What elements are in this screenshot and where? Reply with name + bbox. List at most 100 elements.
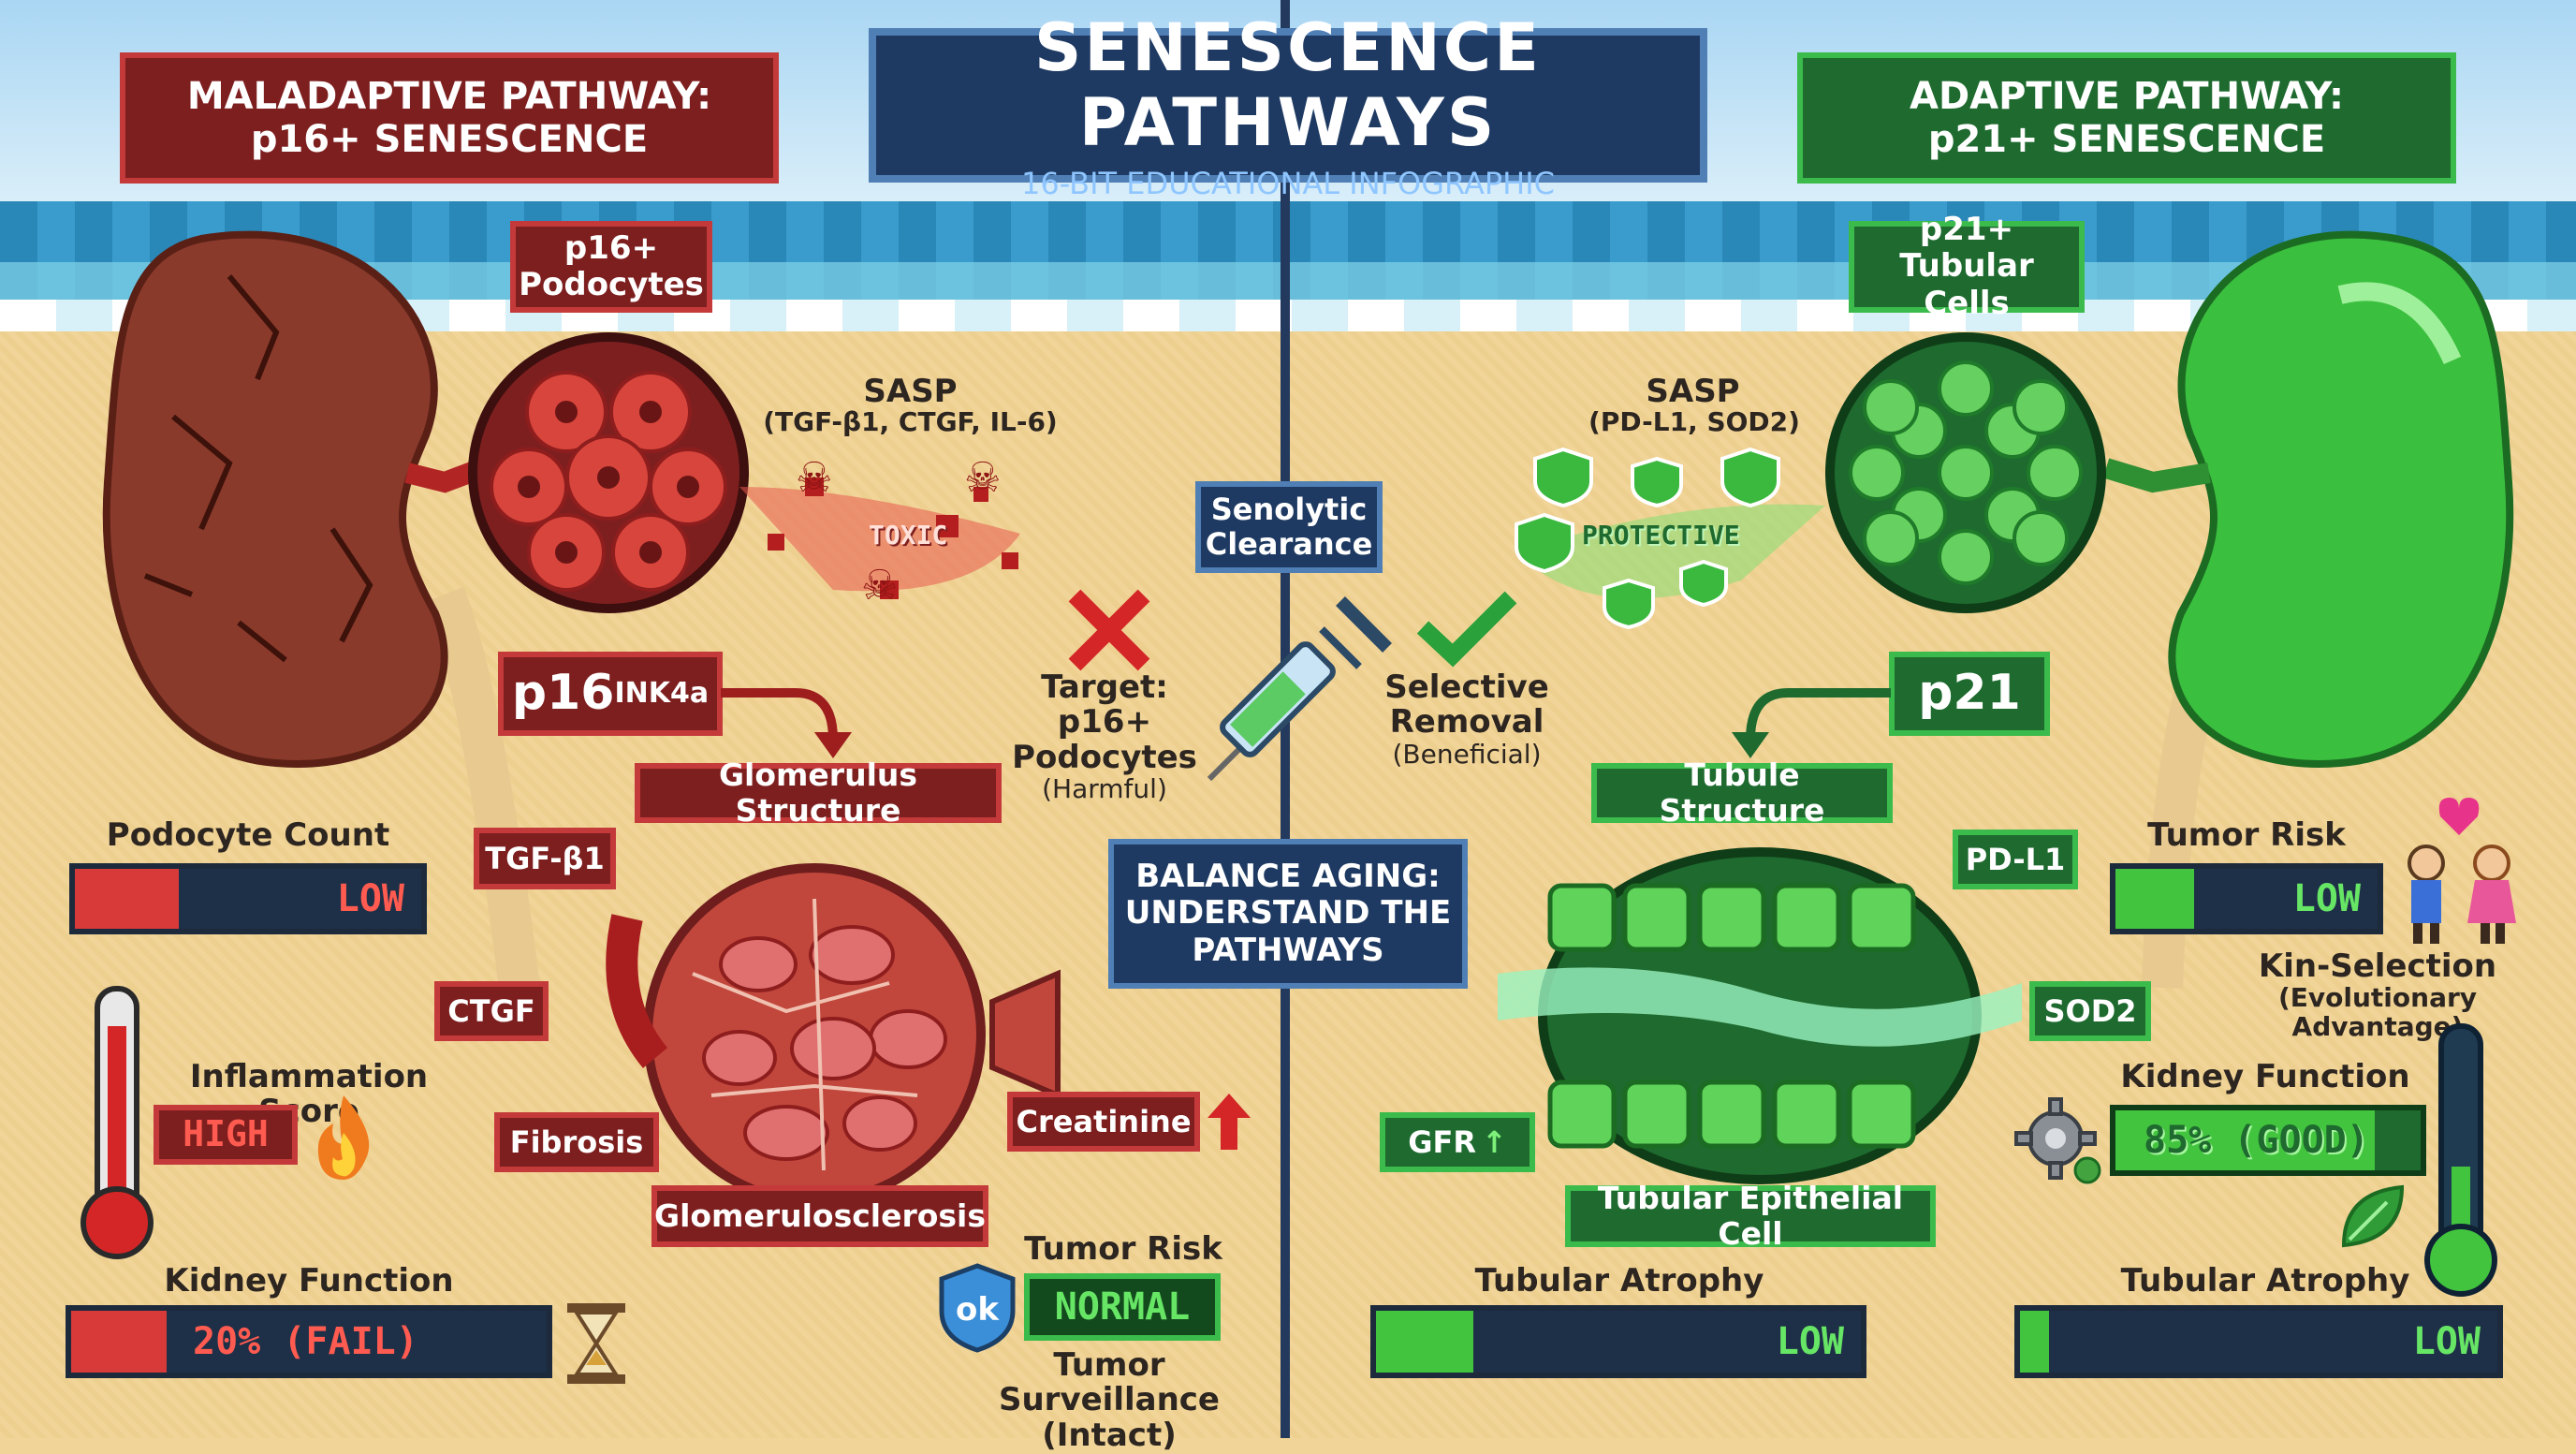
p16-marker-base: p16 bbox=[511, 665, 615, 722]
surveillance-line2: (Intact) bbox=[1042, 1416, 1177, 1454]
epithelial-cell bbox=[1622, 883, 1691, 952]
left-kidney-function-fill bbox=[71, 1311, 167, 1373]
podocyte-count-label: Podocyte Count bbox=[106, 816, 390, 854]
page-title: SENESCENCE PATHWAYS bbox=[1033, 8, 1542, 162]
creatinine-up-arrow-icon bbox=[1208, 1094, 1251, 1150]
podocytes-label-line1: p16+ bbox=[564, 228, 659, 267]
gear-icon bbox=[2014, 1097, 2101, 1184]
glomerulus-icon bbox=[606, 863, 1061, 1206]
maladaptive-title-line2: p16+ SENESCENCE bbox=[250, 118, 649, 161]
epithelial-cell bbox=[1547, 1079, 1617, 1149]
center-tubular-atrophy-bar: LOW bbox=[1370, 1305, 1866, 1378]
marker-arrow-right bbox=[1732, 688, 1891, 758]
maladaptive-title-box: MALADAPTIVE PATHWAY: p16+ SENESCENCE bbox=[120, 52, 779, 184]
tubular-cell bbox=[1938, 445, 1994, 501]
p16-marker-box: p16 INK4a bbox=[498, 652, 723, 736]
svg-text:☠: ☠ bbox=[964, 454, 1001, 502]
glomerulus-structure-label: Glomerulus Structure bbox=[635, 757, 1002, 828]
right-tubular-atrophy-value: LOW bbox=[2412, 1320, 2481, 1363]
left-kidney-function-value: 20% (FAIL) bbox=[193, 1320, 418, 1363]
senolytic-line1: Senolytic bbox=[1210, 492, 1368, 528]
gfr-up-arrow-icon: ↑ bbox=[1481, 1124, 1507, 1160]
target-line3: (Harmful) bbox=[1042, 773, 1167, 805]
tubular-cell bbox=[1863, 510, 1919, 566]
right-tumor-risk-value: LOW bbox=[2292, 877, 2361, 920]
center-tubular-atrophy-label: Tubular Atrophy bbox=[1474, 1262, 1764, 1300]
kin-line1: Kin-Selection bbox=[2258, 947, 2497, 985]
right-tubular-atrophy-bar: LOW bbox=[2014, 1305, 2503, 1378]
kin-couple-heart-icon bbox=[2408, 798, 2516, 944]
tubular-cells-label-line1: p21+ bbox=[1919, 211, 2014, 249]
right-kidney-function-label: Kidney Function bbox=[2120, 1058, 2410, 1095]
right-tubular-atrophy-label: Tubular Atrophy bbox=[2120, 1262, 2410, 1300]
epithelial-cell bbox=[1772, 883, 1841, 952]
fire-icon bbox=[317, 1095, 370, 1180]
balance-line3: PATHWAYS bbox=[1192, 931, 1384, 969]
left-kidney-function-label: Kidney Function bbox=[164, 1262, 454, 1300]
center-tumor-risk-label: Tumor Risk bbox=[1024, 1230, 1222, 1268]
selective-label: Selective Removal (Beneficial) bbox=[1359, 668, 1574, 770]
selective-line3: (Beneficial) bbox=[1392, 738, 1542, 770]
healthy-kidney-icon bbox=[2102, 230, 2514, 989]
tubular-cell bbox=[1863, 379, 1919, 435]
toxic-sasp-cloud: ☠ ☠ ☠ bbox=[739, 454, 1020, 610]
tubular-cells-cluster-icon bbox=[1825, 332, 2106, 613]
surveillance-label: Tumor Surveillance (Intact) bbox=[945, 1346, 1273, 1454]
protective-label: PROTECTIVE bbox=[1582, 520, 1740, 551]
right-kidney-function-bar: 85% (GOOD) bbox=[2110, 1105, 2426, 1176]
right-kidney-function-fill bbox=[2115, 1110, 2376, 1170]
surveillance-line1: Tumor Surveillance bbox=[998, 1346, 1220, 1419]
selective-line1: Selective bbox=[1384, 668, 1549, 706]
tubular-cell bbox=[2027, 445, 2083, 501]
ok-shield-icon: ok bbox=[939, 1263, 1016, 1353]
right-tubular-atrophy-fill bbox=[2020, 1311, 2049, 1373]
balance-line1: BALANCE AGING: bbox=[1135, 858, 1441, 896]
leaf-icon bbox=[2341, 1184, 2405, 1248]
right-tumor-risk-fill bbox=[2115, 869, 2194, 929]
tag-creatinine: Creatinine bbox=[1007, 1092, 1200, 1152]
toxic-label: TOXIC bbox=[869, 520, 948, 551]
podocytes-cluster-icon bbox=[468, 332, 749, 613]
epithelial-cell bbox=[1697, 883, 1766, 952]
svg-text:☠: ☠ bbox=[796, 454, 832, 502]
podocyte-count-bar: LOW bbox=[69, 863, 427, 934]
p16-marker-sup: INK4a bbox=[614, 676, 710, 710]
adaptive-title-line1: ADAPTIVE PATHWAY: bbox=[1909, 75, 2344, 118]
left-sasp-factors: (TGF-β1, CTGF, IL-6) bbox=[763, 406, 1058, 437]
center-tubular-atrophy-fill bbox=[1376, 1311, 1473, 1373]
tubule-structure-label: Tubule Structure bbox=[1591, 757, 1893, 828]
tubular-cell bbox=[1938, 360, 1994, 417]
podocyte-count-fill bbox=[75, 869, 179, 929]
marker-arrow-left bbox=[721, 688, 852, 758]
senolytic-clearance-box: Senolytic Clearance bbox=[1195, 481, 1383, 573]
syringe-icon bbox=[1207, 596, 1392, 782]
green-check-icon bbox=[1416, 591, 1517, 668]
kin-selection-label: Kin-Selection (Evolutionary Advantage) bbox=[2190, 947, 2565, 1042]
thermometer-cool-icon bbox=[2424, 1023, 2497, 1297]
selective-line2: Removal bbox=[1389, 703, 1544, 742]
right-tumor-risk-label: Tumor Risk bbox=[2147, 816, 2346, 854]
podocytes-label-box: p16+ Podocytes bbox=[510, 221, 712, 313]
epithelial-cell bbox=[1847, 1079, 1916, 1149]
page-subtitle: 16-BIT EDUCATIONAL INFOGRAPHIC bbox=[1021, 165, 1555, 201]
tubular-cell bbox=[2012, 510, 2069, 566]
damaged-kidney-icon bbox=[102, 230, 540, 991]
svg-text:☠: ☠ bbox=[861, 562, 898, 610]
tag-gfr: GFR ↑ bbox=[1380, 1112, 1535, 1172]
right-sasp-title: SASP bbox=[1646, 373, 1740, 410]
tag-sod2: SOD2 bbox=[2029, 981, 2151, 1041]
right-sasp-factors: (PD-L1, SOD2) bbox=[1588, 406, 1800, 437]
tubular-cell bbox=[2012, 379, 2069, 435]
epithelial-cell bbox=[1622, 1079, 1691, 1149]
target-label: Target: p16+ Podocytes (Harmful) bbox=[964, 669, 1245, 805]
protective-sasp-cloud bbox=[1515, 447, 1825, 630]
red-x-icon bbox=[1068, 589, 1150, 671]
maladaptive-title-line1: MALADAPTIVE PATHWAY: bbox=[186, 75, 712, 118]
tubular-cell bbox=[1938, 529, 1994, 585]
tubular-cell bbox=[1849, 445, 1905, 501]
p21-marker-box: p21 bbox=[1889, 652, 2050, 736]
epithelial-cell bbox=[1547, 883, 1617, 952]
epithelial-cell bbox=[1772, 1079, 1841, 1149]
podocytes-label-line2: Podocytes bbox=[519, 266, 704, 303]
hourglass-icon bbox=[567, 1303, 625, 1384]
